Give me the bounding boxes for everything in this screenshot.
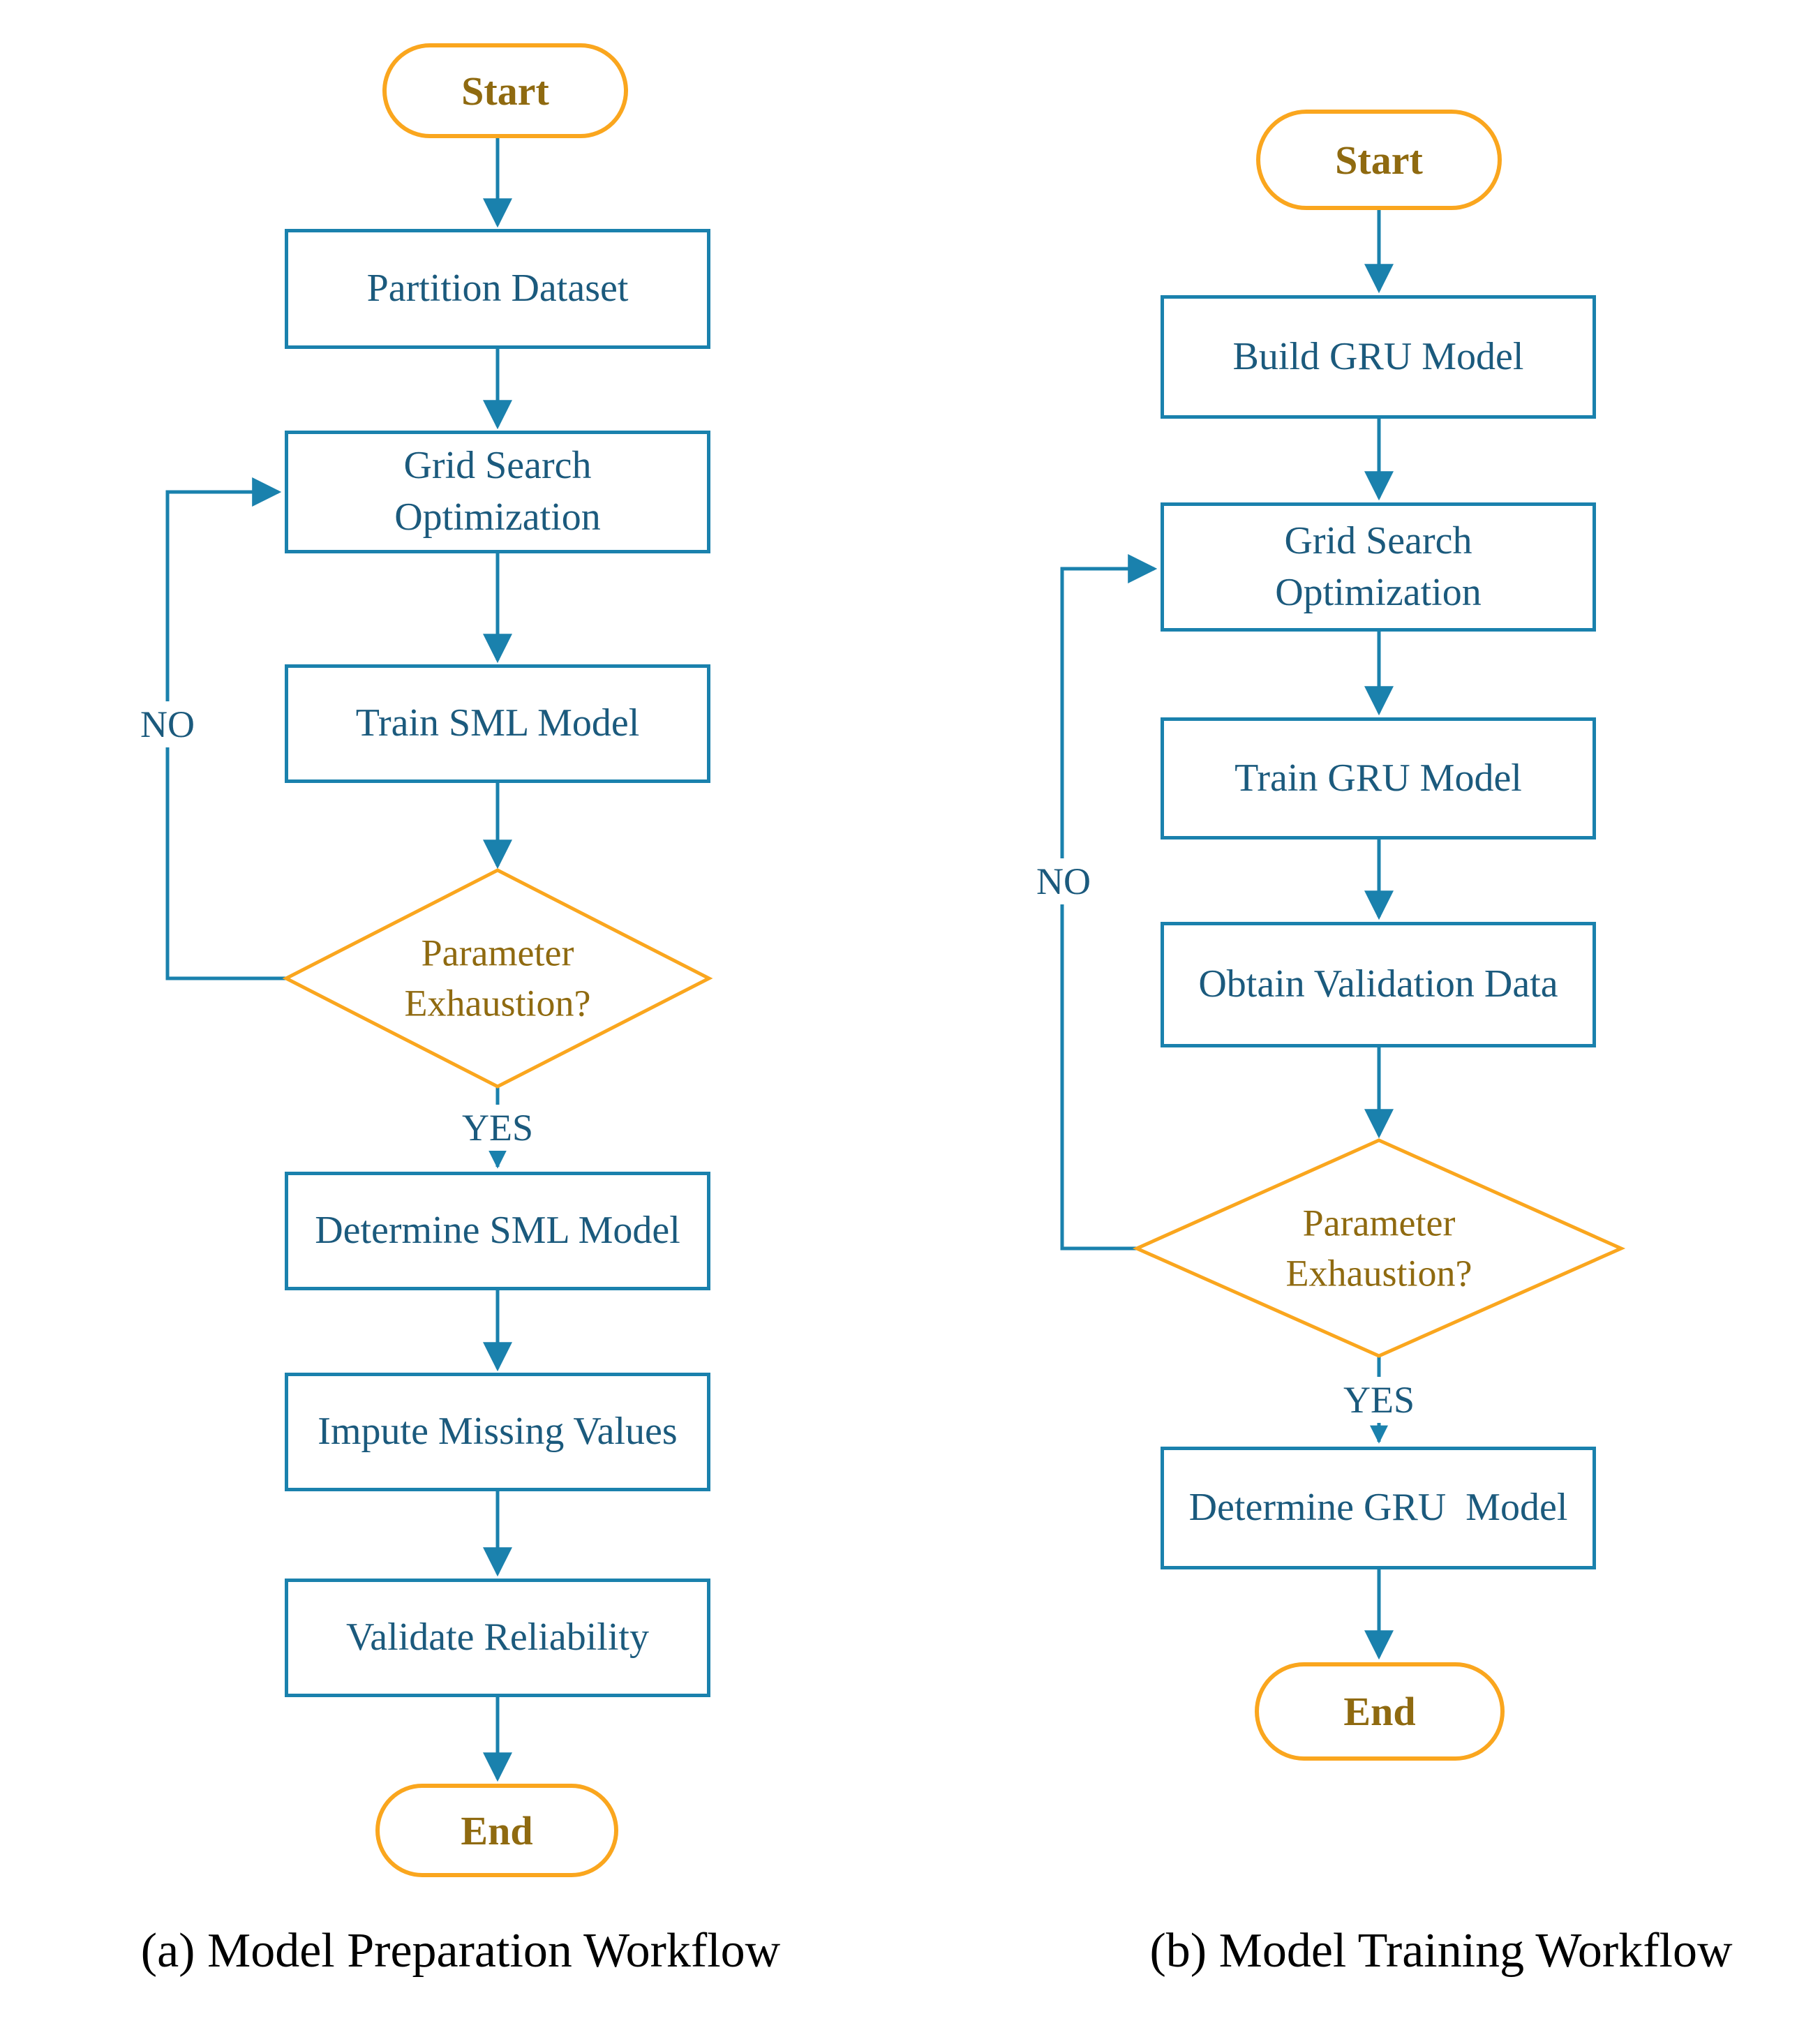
start-terminal-a: Start <box>382 43 628 138</box>
arrow-b-decision-no-loop <box>1060 554 1158 1251</box>
end-label-a: End <box>461 1807 533 1853</box>
no-label-a: NO <box>135 701 200 747</box>
yes-label-b: YES <box>1337 1377 1421 1423</box>
process-grid-search-b: Grid Search Optimization <box>1161 502 1596 632</box>
process-train-sml-model: Train SML Model <box>285 664 710 783</box>
end-terminal-a: End <box>375 1784 618 1877</box>
process-train-gru-model: Train GRU Model <box>1161 717 1596 840</box>
process-determine-sml-model: Determine SML Model <box>285 1172 710 1290</box>
process-validate-reliability: Validate Reliability <box>285 1579 710 1697</box>
process-label: Train GRU Model <box>1235 756 1522 800</box>
end-label-b: End <box>1343 1689 1416 1734</box>
process-label: Validate Reliability <box>346 1616 649 1659</box>
process-build-gru-model: Build GRU Model <box>1161 295 1596 419</box>
process-label: Partition Dataset <box>366 267 629 311</box>
process-label: Grid Search Optimization <box>394 444 601 539</box>
decision-diamond-b <box>1132 1138 1626 1358</box>
process-obtain-validation-data: Obtain Validation Data <box>1161 922 1596 1047</box>
caption-a: (a) Model Preparation Workflow <box>140 1924 781 1978</box>
process-label: Determine SML Model <box>315 1209 680 1253</box>
process-impute-missing-values: Impute Missing Values <box>285 1373 710 1491</box>
process-label: Determine GRU Model <box>1188 1486 1568 1530</box>
yes-label-a: YES <box>456 1105 539 1151</box>
start-label-b: Start <box>1335 137 1423 183</box>
decision-diamond-a <box>282 868 713 1089</box>
process-grid-search-a: Grid Search Optimization <box>285 431 710 553</box>
process-label: Build GRU Model <box>1232 334 1524 378</box>
no-label-b: NO <box>1031 858 1096 904</box>
start-label-a: Start <box>461 68 549 114</box>
process-label: Grid Search Optimization <box>1275 518 1482 614</box>
process-determine-gru-model: Determine GRU Model <box>1161 1447 1596 1569</box>
process-label: Impute Missing Values <box>318 1410 678 1454</box>
decision-label-b: Parameter Exhaustion? <box>1285 1202 1472 1294</box>
process-partition-dataset: Partition Dataset <box>285 229 710 349</box>
process-label: Obtain Validation Data <box>1198 962 1558 1006</box>
caption-b: (b) Model Training Workflow <box>1149 1924 1733 1978</box>
start-terminal-b: Start <box>1256 110 1502 210</box>
decision-label-a: Parameter Exhaustion? <box>404 932 591 1024</box>
end-terminal-b: End <box>1255 1662 1505 1761</box>
process-label: Train SML Model <box>355 701 640 745</box>
